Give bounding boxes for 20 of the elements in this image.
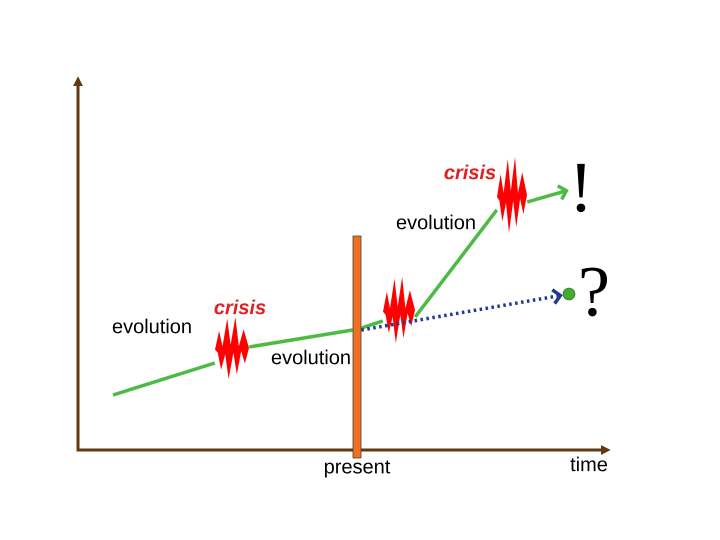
node-label: ?: [582, 268, 608, 316]
edge-label: evolution: [394, 214, 478, 230]
arrow: [526, 184, 569, 204]
zigzag-symbol: [383, 277, 415, 343]
exclamation-mark: !: [576, 164, 586, 212]
zigzag-symbol: [497, 157, 527, 233]
line: [360, 319, 384, 330]
line: [112, 361, 216, 397]
edge-label: evolution: [270, 348, 352, 366]
vertical-bar: [352, 236, 362, 458]
node-label: crisis: [444, 164, 496, 180]
node-label: crisis: [214, 300, 266, 314]
node-label: present: [324, 460, 390, 478]
axis-label: time: [570, 456, 607, 472]
line: [414, 208, 498, 318]
zigzag-symbol: [215, 317, 249, 379]
line: [248, 328, 353, 349]
dot-marker: [562, 288, 576, 300]
arrow: [361, 288, 563, 332]
edge-label: evolution: [110, 318, 194, 334]
